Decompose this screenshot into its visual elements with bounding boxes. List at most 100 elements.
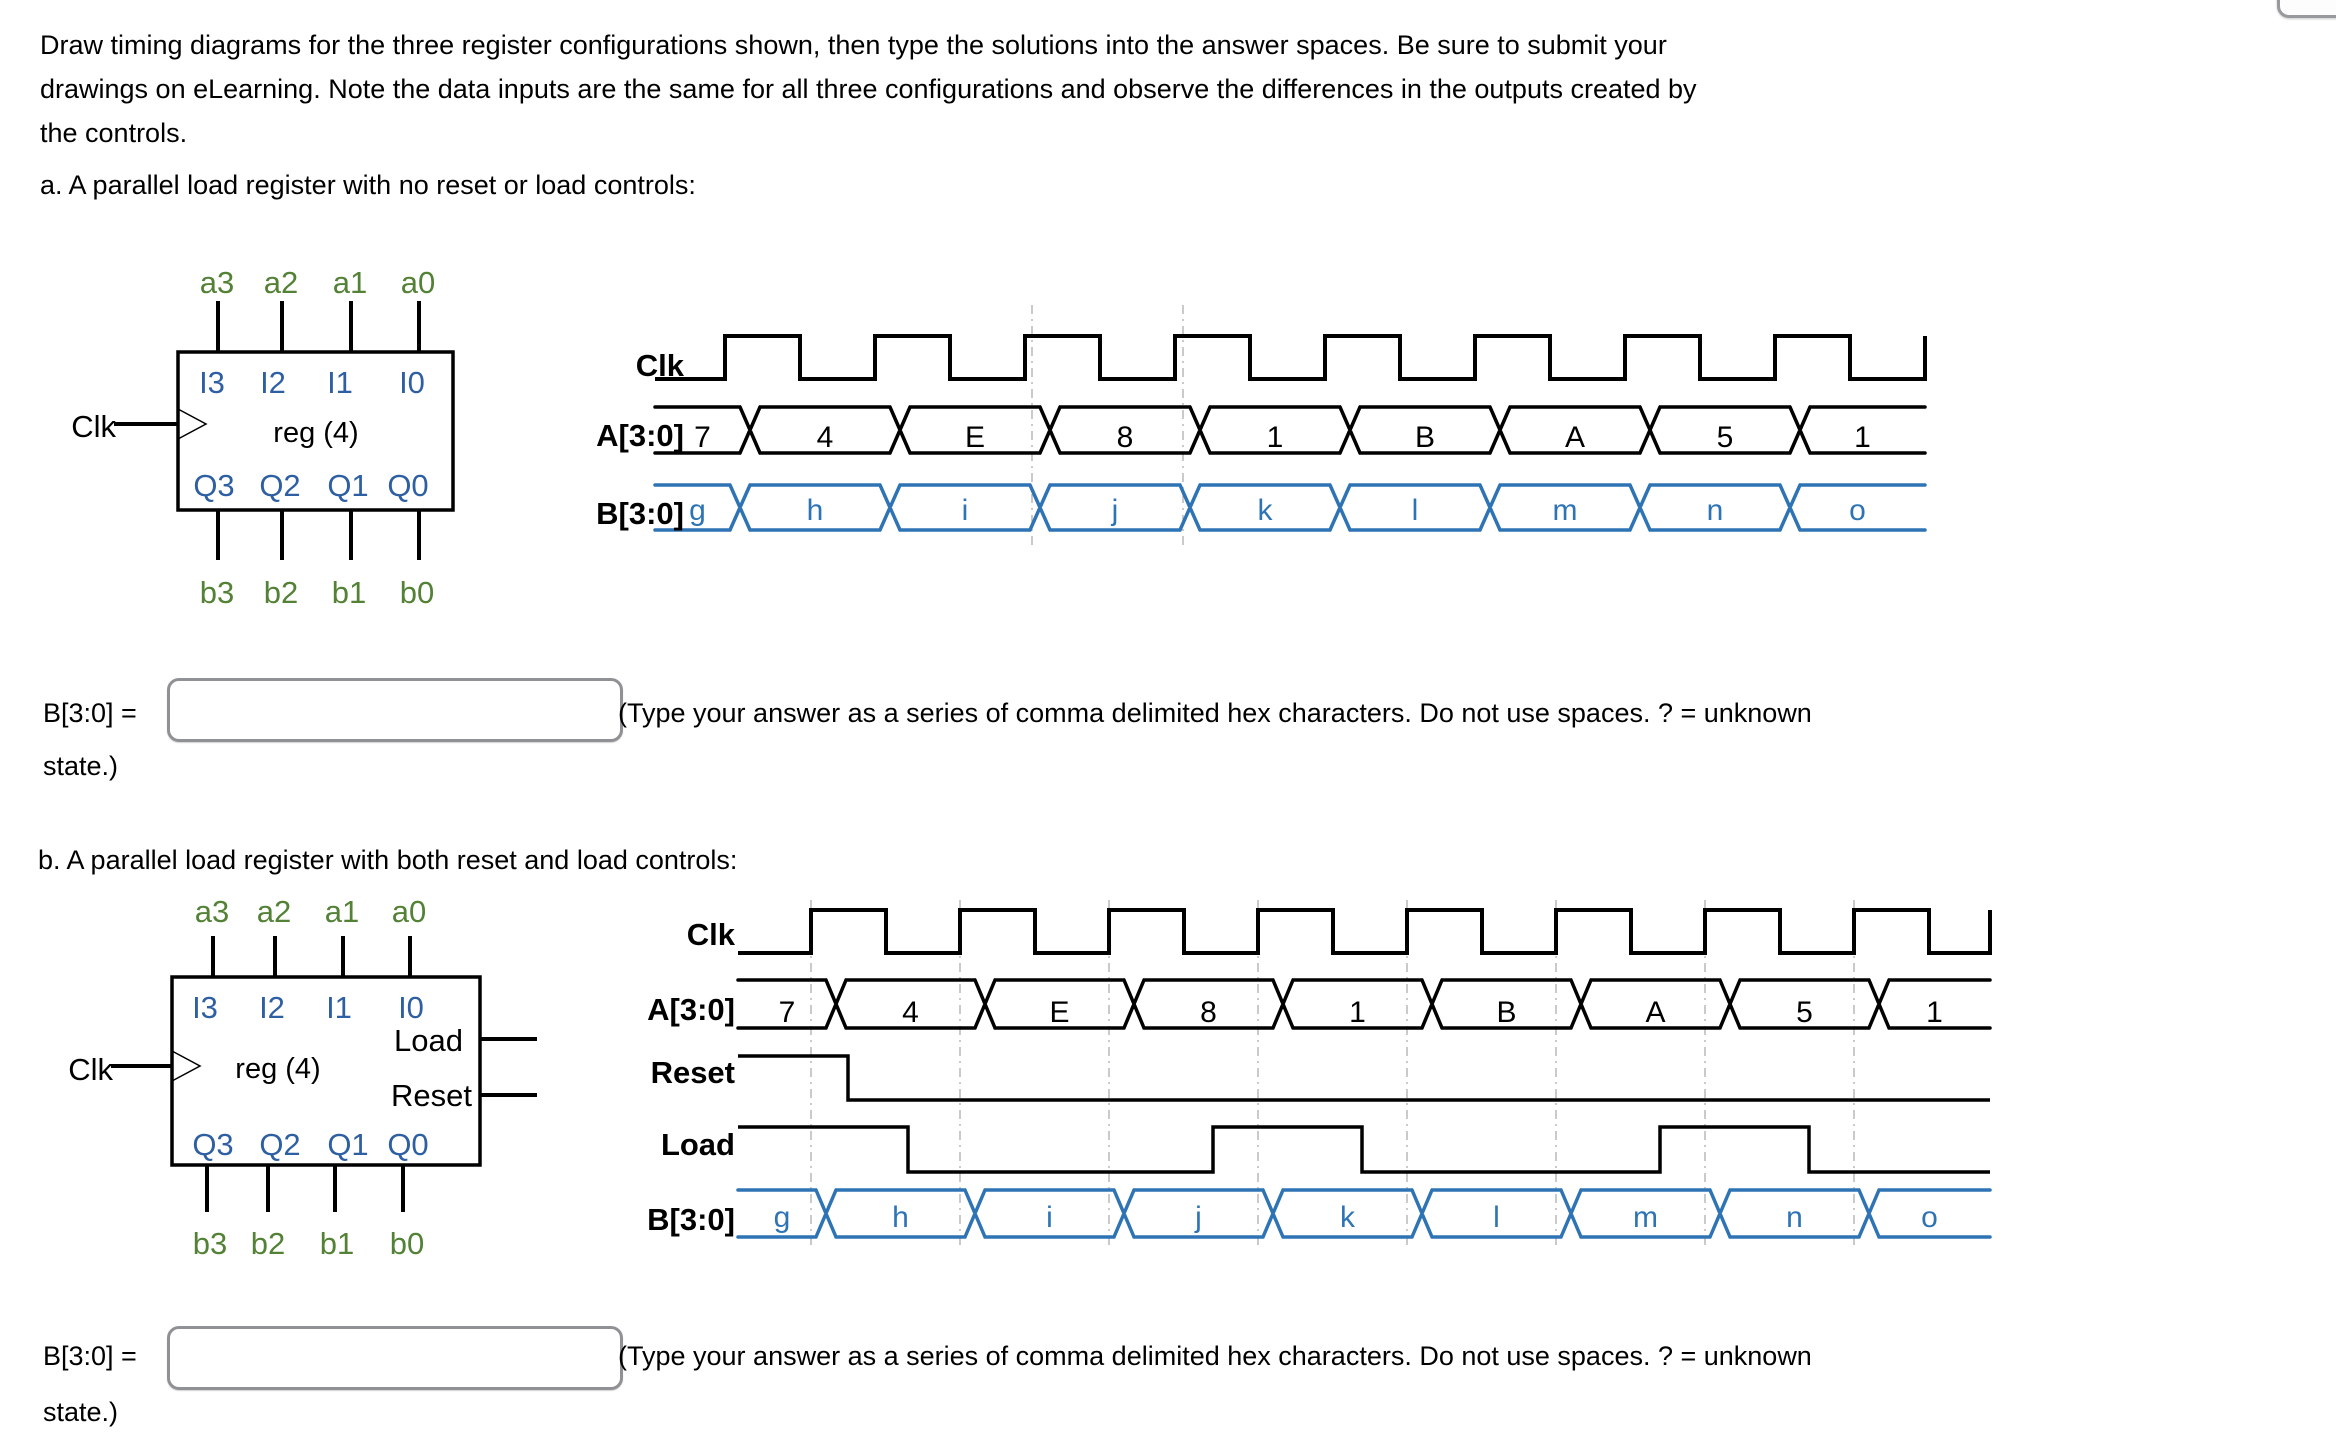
register-body [176,350,455,512]
bottom-port-label: b2 [264,575,298,610]
control-pin-label: Load [394,1023,463,1058]
answer-a-note: (Type your answer as a series of comma d… [618,698,1812,728]
bus-b-waveform [653,483,1927,532]
clk-waveform [738,908,1992,955]
bus-b-value: o [1921,1201,1938,1234]
answer-b-label: B[3:0] = [43,1341,137,1371]
output-pin-label: Q0 [387,1127,428,1162]
section-b-heading: b. A parallel load register with both re… [38,845,738,875]
bus-a-value: 5 [1796,996,1813,1029]
instructions-line-3: the controls. [40,118,188,148]
bus-b-value: m [1553,494,1578,527]
section-a-heading: a. A parallel load register with no rese… [40,170,696,200]
bottom-port-label: b1 [320,1226,354,1261]
bottom-port-label: b1 [332,575,366,610]
bus-a-value: 7 [694,421,711,454]
reset-signal-label: Reset [651,1055,735,1090]
top-port-label: a1 [325,894,359,929]
top-port-label: a1 [333,265,367,300]
register-name: reg (4) [273,417,358,449]
bus-a-value: E [1049,996,1069,1029]
bus-b-waveform [736,1188,1992,1239]
bus-b-value: l [1412,494,1419,527]
bus-b-signal-label: B[3:0] [647,1202,735,1237]
bus-b-value: g [689,494,706,527]
reset-waveform [738,1054,1990,1102]
bus-b-value: k [1340,1201,1356,1234]
answer-a-label: B[3:0] = [43,698,137,728]
clk-pin-label: Clk [68,1052,113,1087]
bus-a-value: 1 [1926,996,1943,1029]
input-pin-label: I0 [398,990,424,1025]
bus-b-signal-label: B[3:0] [596,496,684,531]
bus-b-value: n [1786,1201,1803,1234]
load-waveform [738,1125,1990,1174]
bus-a-value: A [1565,421,1585,454]
bus-a-value: B [1496,996,1516,1029]
instructions-paragraph: Draw timing diagrams for the three regis… [40,30,1697,149]
clk-waveform [655,334,1927,381]
instructions-line-1: Draw timing diagrams for the three regis… [40,30,1667,60]
output-pin-label: Q2 [259,1127,300,1162]
answer-b-input[interactable] [167,1326,623,1390]
bottom-port-label: b3 [200,575,234,610]
bus-b-value: h [892,1201,909,1234]
partial-input-box[interactable] [2277,0,2336,18]
bus-a-value: 5 [1717,421,1734,454]
bus-b-value: j [1194,1201,1202,1234]
register-name: reg (4) [235,1053,320,1085]
bus-b-value: n [1707,494,1724,527]
input-pin-label: I1 [327,365,353,400]
bus-b-value: m [1633,1201,1658,1234]
bus-a-value: 8 [1117,421,1134,454]
clk-signal-label: Clk [687,917,736,952]
input-pin-label: I2 [260,365,286,400]
load-signal-label: Load [661,1127,735,1162]
bus-a-signal-label: A[3:0] [596,418,684,453]
bus-a-value: B [1415,421,1435,454]
bottom-port-label: b0 [390,1226,424,1261]
output-pin-label: Q2 [259,468,300,503]
bus-a-value: A [1645,996,1665,1029]
answer-a-note-wrap: state.) [43,751,119,781]
bus-a-value: 8 [1200,996,1217,1029]
output-pin-label: Q0 [387,468,428,503]
bus-a-signal-label: A[3:0] [647,992,735,1027]
clk-pin-label: Clk [71,409,116,444]
output-pin-label: Q1 [327,468,368,503]
bus-b-value: i [1046,1201,1053,1234]
bottom-port-label: b2 [251,1226,285,1261]
bus-a-value: 4 [902,996,919,1029]
clock-edge-wedge-icon [177,408,208,440]
clock-edge-wedge-icon [171,1050,202,1082]
bus-b-value: j [1111,494,1119,527]
answer-b-note: (Type your answer as a series of comma d… [618,1341,1812,1371]
bus-a-value: 1 [1267,421,1284,454]
answer-b-note-wrap: state.) [43,1397,119,1427]
bus-a-value: 7 [779,996,796,1029]
top-port-label: a2 [257,894,291,929]
bus-b-value: l [1493,1201,1500,1234]
register-body [170,975,482,1167]
bus-b-value: h [807,494,824,527]
bus-b-value: o [1849,494,1866,527]
bus-a-value: 4 [817,421,834,454]
top-port-label: a0 [392,894,426,929]
answer-a-input[interactable] [167,678,623,742]
input-pin-label: I0 [399,365,425,400]
top-port-label: a3 [200,265,234,300]
input-pin-label: I3 [192,990,218,1025]
top-port-label: a2 [264,265,298,300]
bus-a-waveform [653,405,1927,455]
bus-b-value: g [774,1201,791,1234]
top-port-label: a3 [195,894,229,929]
output-pin-label: Q1 [327,1127,368,1162]
control-pin-label: Reset [391,1078,472,1113]
top-port-label: a0 [401,265,435,300]
output-pin-label: Q3 [192,1127,233,1162]
output-pin-label: Q3 [193,468,234,503]
bus-a-value: 1 [1854,421,1871,454]
